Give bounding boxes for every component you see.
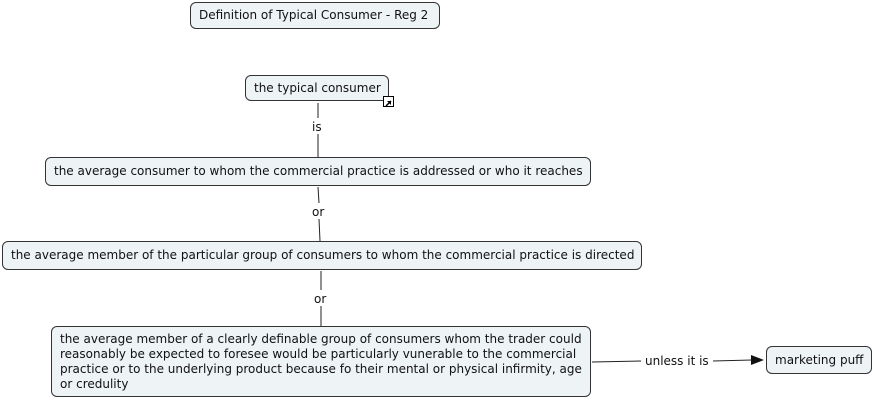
- edge-average-to-or1: [317, 186, 320, 204]
- node-average-member-group-text: the average member of the particular gro…: [11, 248, 635, 262]
- edge-or1-to-member: [318, 218, 321, 242]
- node-average-consumer[interactable]: the average consumer to whom the commerc…: [45, 157, 591, 186]
- node-average-member-group[interactable]: the average member of the particular gro…: [2, 241, 642, 270]
- node-vulnerable-group[interactable]: the average member of a clearly definabl…: [51, 326, 591, 397]
- node-marketing-puff[interactable]: marketing puff: [766, 346, 872, 374]
- node-typical-consumer[interactable]: the typical consumer: [245, 75, 389, 101]
- node-typical-consumer-text: the typical consumer: [254, 80, 381, 95]
- link-label-or-1: or: [310, 205, 327, 219]
- link-label-unless-it-is: unless it is: [643, 354, 711, 368]
- arrowhead: [751, 355, 764, 365]
- node-vulnerable-group-text: the average member of a clearly definabl…: [60, 332, 582, 391]
- link-label-or-2: or: [312, 292, 329, 306]
- external-link-arrow: [385, 100, 392, 107]
- external-link-icon[interactable]: [383, 96, 394, 107]
- node-average-consumer-text: the average consumer to whom the commerc…: [54, 164, 583, 178]
- edge-vulnerable-to-unless: [591, 360, 642, 363]
- map-title[interactable]: Definition of Typical Consumer - Reg 2: [190, 2, 440, 29]
- map-title-text: Definition of Typical Consumer - Reg 2: [199, 8, 429, 22]
- link-label-is: is: [310, 120, 324, 134]
- edge-unless-to-puff: [712, 359, 753, 362]
- node-marketing-puff-text: marketing puff: [775, 352, 864, 367]
